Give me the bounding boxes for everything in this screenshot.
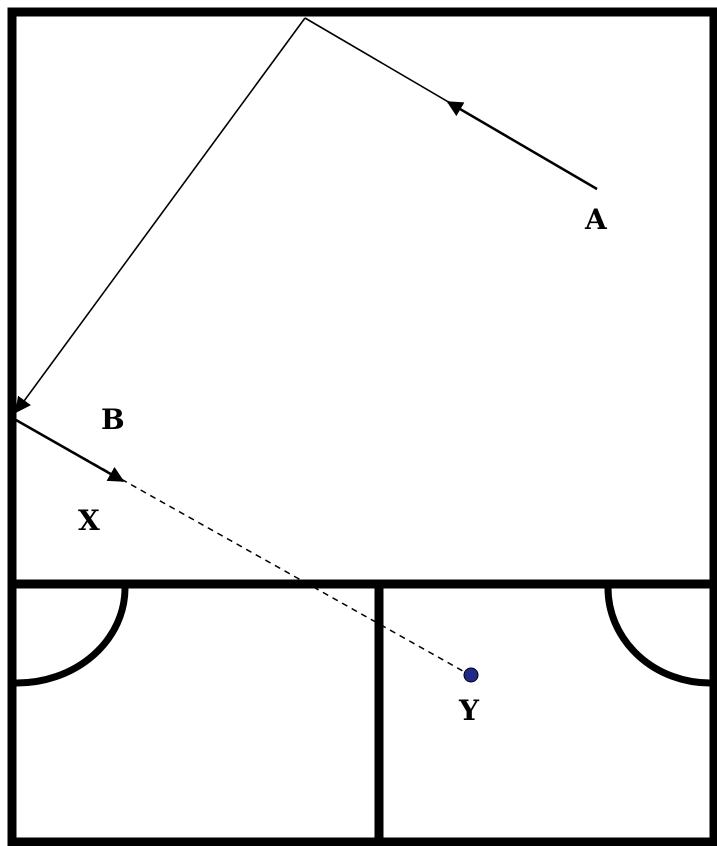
label-a: A <box>584 203 608 236</box>
label-x: X <box>78 504 100 537</box>
dashed-path-to-y <box>15 419 471 676</box>
path-wall-to-b <box>15 17 306 414</box>
label-y: Y <box>458 694 480 727</box>
court-boundary <box>7 7 717 846</box>
ball-y-marker <box>463 667 479 683</box>
path-a-arrow <box>446 100 598 191</box>
left-corner-arc <box>15 587 129 687</box>
right-corner-arc <box>604 587 711 687</box>
label-b: B <box>101 403 125 436</box>
